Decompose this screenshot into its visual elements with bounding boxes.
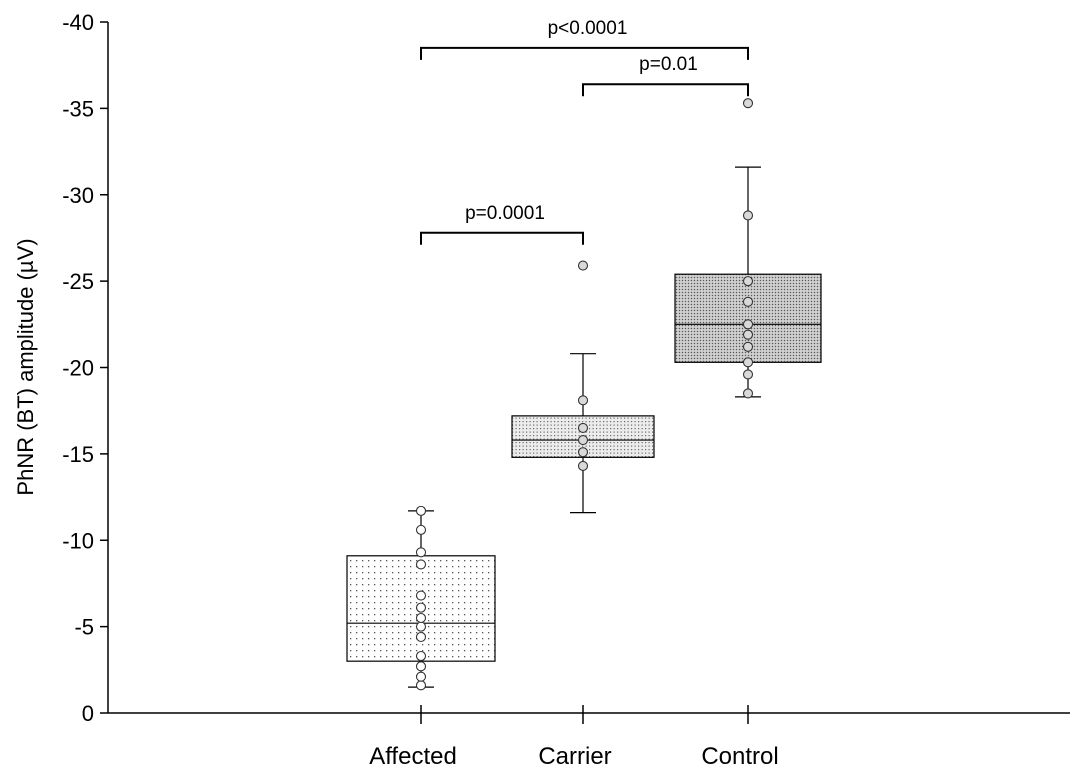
data-point — [577, 260, 589, 271]
p-value-label: p<0.0001 — [548, 18, 628, 39]
significance-brackets: p=0.0001 p=0.01 p<0.0001 — [420, 18, 749, 245]
data-point — [577, 435, 589, 446]
data-point — [577, 460, 589, 472]
x-tick-label-carrier: Carrier — [538, 743, 611, 770]
data-point — [577, 395, 589, 406]
axes — [107, 22, 1070, 714]
y-axis-title: PhNR (BT) amplitude (µV) — [13, 238, 38, 495]
data-point — [742, 98, 754, 109]
data-point — [415, 524, 427, 535]
x-tick-label-affected: Affected — [369, 743, 457, 770]
data-point — [742, 296, 754, 307]
bracket-line — [420, 231, 584, 245]
data-point — [742, 388, 754, 399]
bracket-affected-control: p<0.0001 — [420, 18, 749, 60]
data-points — [415, 98, 754, 691]
p-value-label: p=0.01 — [639, 54, 698, 75]
data-point — [742, 276, 754, 287]
data-point — [577, 447, 589, 458]
x-axis-ticks: Affected Carrier Control — [369, 705, 779, 770]
y-tick-label: -30 — [62, 183, 94, 208]
data-point — [742, 357, 754, 368]
x-tick-label-control: Control — [701, 743, 778, 770]
box-carrier — [511, 353, 655, 514]
y-tick-label: 0 — [82, 701, 94, 726]
data-point — [415, 612, 427, 624]
data-point — [415, 631, 427, 643]
data-point — [415, 559, 427, 570]
y-tick-label: -10 — [62, 528, 94, 553]
data-point — [742, 369, 754, 380]
bracket-line — [420, 46, 749, 60]
data-point — [742, 329, 754, 340]
bracket-affected-carrier: p=0.0001 — [420, 203, 584, 245]
data-point — [577, 422, 589, 434]
data-point — [742, 319, 754, 330]
bracket-carrier-control: p=0.01 — [582, 54, 749, 97]
y-tick-label: -25 — [62, 269, 94, 294]
data-point — [415, 602, 427, 613]
y-axis-ticks: 0 -5 -10 -15 -20 -25 -30 -35 -40 — [62, 10, 108, 726]
p-value-label: p=0.0001 — [465, 203, 545, 224]
data-point — [415, 547, 427, 558]
data-point — [415, 621, 427, 632]
data-point — [742, 341, 754, 352]
data-point — [415, 671, 427, 682]
data-point — [742, 210, 754, 221]
y-tick-label: -15 — [62, 442, 94, 467]
y-tick-label: -5 — [74, 615, 94, 640]
data-point — [415, 590, 427, 601]
data-point — [415, 661, 427, 672]
data-point — [415, 650, 427, 662]
data-point — [415, 680, 427, 691]
y-tick-label: -35 — [62, 96, 94, 121]
bracket-line — [582, 83, 749, 97]
y-tick-label: -20 — [62, 356, 94, 381]
y-tick-label: -40 — [62, 10, 94, 35]
data-point — [415, 505, 427, 516]
